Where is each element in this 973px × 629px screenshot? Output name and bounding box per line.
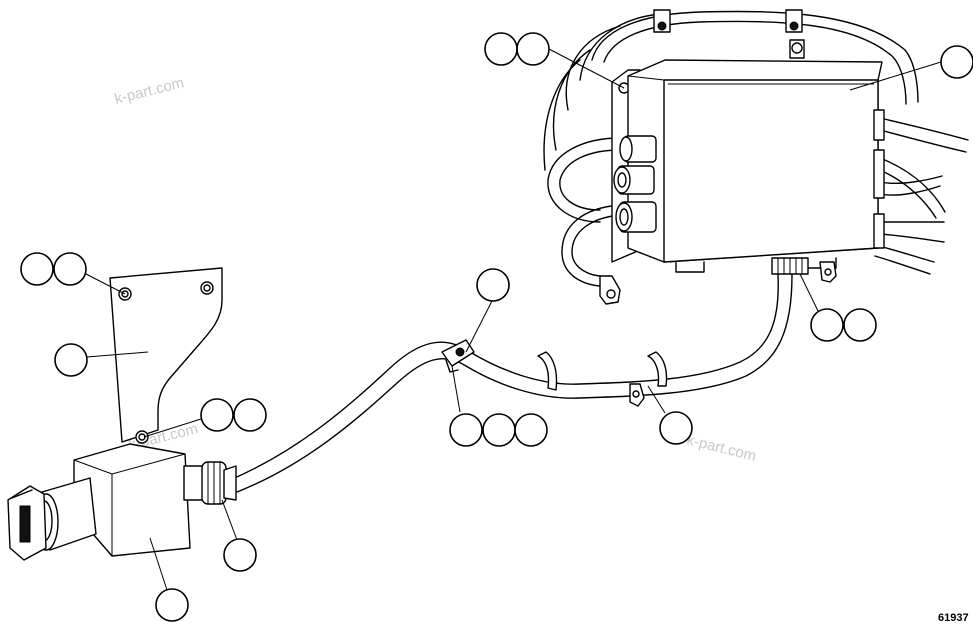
- callout-balloon: [514, 413, 548, 447]
- callout-balloon: [482, 413, 516, 447]
- callout-balloon: [223, 538, 257, 572]
- callout-balloon: [810, 308, 844, 342]
- callout-balloon: [53, 252, 87, 286]
- harness-clamps: [537, 351, 668, 407]
- mounting-bracket: [109, 267, 223, 444]
- callout-balloon: [449, 413, 483, 447]
- callout-balloon: [233, 398, 267, 432]
- watermark-top-left: k-part.com: [113, 74, 186, 108]
- callout-balloon: [476, 268, 510, 302]
- main-harness: [229, 274, 793, 495]
- leader-lines: [85, 48, 942, 591]
- callout-balloon: [54, 343, 88, 377]
- callout-balloon: [659, 411, 693, 445]
- connector-housing: [7, 443, 237, 561]
- ring-terminals-box: [599, 261, 837, 305]
- callout-balloon: [200, 398, 234, 432]
- callout-balloon: [20, 252, 54, 286]
- box-cable-glands: [613, 135, 657, 233]
- top-tube-clamps: [653, 9, 805, 59]
- control-box: [611, 59, 885, 273]
- callout-balloon: [843, 308, 877, 342]
- watermark-bottom-right: k-part.com: [685, 431, 758, 465]
- callout-balloon: [940, 45, 973, 79]
- box-bottom-connector: [771, 257, 809, 275]
- callout-balloons: [20, 32, 973, 622]
- callout-balloon: [516, 32, 550, 66]
- figure-number: 61937: [938, 612, 969, 624]
- control-box-wires: [543, 10, 969, 287]
- cable-tie-connector: [441, 339, 475, 373]
- callout-balloon: [155, 588, 189, 622]
- callout-balloon: [484, 32, 518, 66]
